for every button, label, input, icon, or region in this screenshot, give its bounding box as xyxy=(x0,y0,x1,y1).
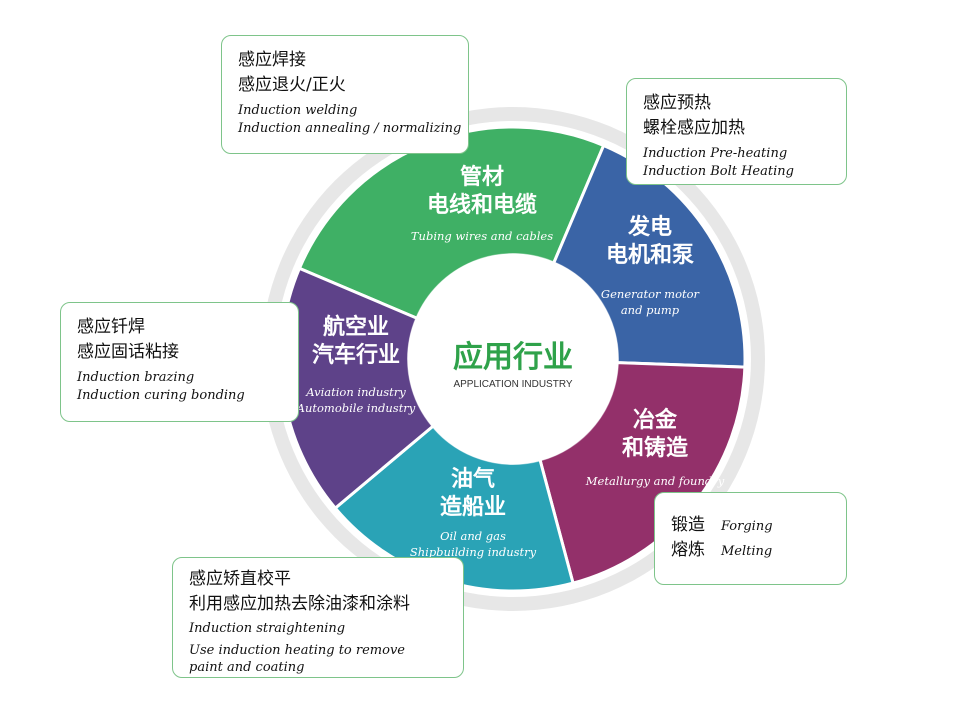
callout-tubing: 感应焊接 感应退火/正火 Induction welding Induction… xyxy=(221,35,469,154)
callout-metallurgy-en-1: Forging xyxy=(721,519,773,534)
callout-generator-zh-2: 螺栓感应加热 xyxy=(643,118,745,138)
callout-oil-zh-1: 感应矫直校平 xyxy=(189,569,291,589)
segment-oil-title-2: 造船业 xyxy=(440,494,506,520)
segment-group xyxy=(279,125,747,593)
segment-metallurgy-title-2: 和铸造 xyxy=(622,435,688,461)
callout-generator: 感应预热 螺栓感应加热 Induction Pre-heating Induct… xyxy=(626,78,847,185)
segment-oil xyxy=(333,423,575,593)
callout-metallurgy-zh-1: 锻造 xyxy=(671,515,705,535)
callout-aviation-en-2: Induction curing bonding xyxy=(77,388,245,403)
segment-aviation xyxy=(279,266,436,511)
segment-generator-subtitle-2: and pump xyxy=(621,303,680,317)
callout-tubing-zh-1: 感应焊接 xyxy=(238,50,306,70)
segment-metallurgy-title-1: 冶金 xyxy=(633,407,678,433)
callout-metallurgy-en-2: Melting xyxy=(721,544,773,559)
callout-metallurgy: 锻造 Forging 熔炼 Melting xyxy=(654,492,847,585)
segment-generator-subtitle-1: Generator motor xyxy=(601,287,701,301)
segment-generator-title-2: 电机和泵 xyxy=(606,243,694,268)
segment-tubing-title-1: 管材 xyxy=(460,164,504,190)
callout-aviation-zh-2: 感应固话粘接 xyxy=(77,342,179,362)
callout-aviation-en-1: Induction brazing xyxy=(77,370,195,385)
callout-generator-en-1: Induction Pre-heating xyxy=(643,146,788,161)
callout-metallurgy-item-melting: 熔炼 Melting xyxy=(671,538,830,563)
callout-oil-en-1: Induction straightening xyxy=(189,621,346,636)
callout-aviation: 感应钎焊 感应固话粘接 Induction brazing Induction … xyxy=(60,302,299,422)
hub-center xyxy=(427,273,599,445)
callout-generator-en-2: Induction Bolt Heating xyxy=(643,164,794,179)
callout-oil-en-2: Use induction heating to remove xyxy=(189,643,405,658)
segment-tubing xyxy=(297,125,606,321)
callout-tubing-en-2: Induction annealing / normalizing xyxy=(238,121,462,136)
callout-oil-en-3: paint and coating xyxy=(189,660,305,675)
segment-oil-subtitle-1: Oil and gas xyxy=(440,529,506,543)
segment-oil-subtitle-2: Shipbuilding industry xyxy=(410,545,537,559)
callout-aviation-zh-1: 感应钎焊 xyxy=(77,317,145,337)
segment-generator-title-1: 发电 xyxy=(627,214,672,240)
segment-tubing-title-2: 电线和电缆 xyxy=(427,192,537,218)
callout-tubing-zh-2: 感应退火/正火 xyxy=(238,75,346,95)
callout-oil-zh-2: 利用感应加热去除油漆和涂料 xyxy=(189,594,410,614)
center-title-en: APPLICATION INDUSTRY xyxy=(453,379,572,390)
callout-tubing-en-1: Induction welding xyxy=(238,103,358,118)
segment-generator xyxy=(551,143,747,369)
callout-metallurgy-zh-2: 熔炼 xyxy=(671,540,705,560)
segment-metallurgy-subtitle-1: Metallurgy and foundry xyxy=(585,474,725,488)
segment-aviation-title-1: 航空业 xyxy=(323,314,389,340)
segment-aviation-title-2: 汽车行业 xyxy=(312,342,400,368)
callout-oil: 感应矫直校平 利用感应加热去除油漆和涂料 Induction straighte… xyxy=(172,557,464,678)
segment-oil-title-1: 油气 xyxy=(451,466,495,492)
segment-aviation-subtitle-2: Automobile industry xyxy=(296,401,416,415)
center-title-zh: 应用行业 xyxy=(453,340,573,375)
segment-aviation-subtitle-1: Aviation industry xyxy=(305,385,406,399)
callout-generator-zh-1: 感应预热 xyxy=(643,93,711,113)
segment-metallurgy xyxy=(538,361,747,585)
segment-tubing-subtitle-1: Tubing wires and cables xyxy=(411,229,553,243)
callout-metallurgy-item-forging: 锻造 Forging xyxy=(671,513,830,538)
